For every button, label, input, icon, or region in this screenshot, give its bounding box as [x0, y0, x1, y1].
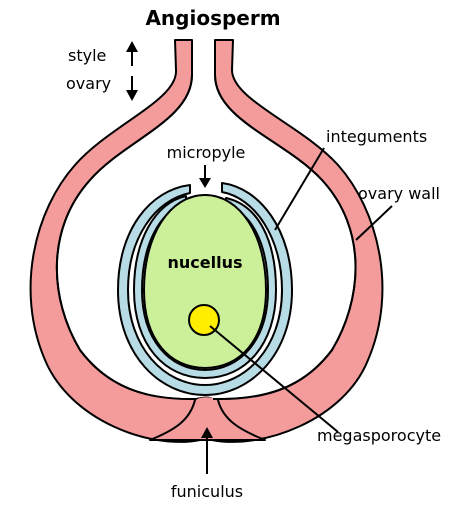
style-arrow-head: [126, 41, 138, 52]
diagram-title: Angiosperm: [145, 6, 280, 30]
ovary-inner-edge-right: [212, 40, 357, 401]
micropyle-arrow-head: [199, 178, 211, 188]
integument-inner: [133, 195, 277, 379]
integument-left: [117, 182, 293, 396]
label-ovary: ovary: [66, 74, 111, 93]
ovary-wall-leader: [355, 205, 393, 241]
ovary-inner-edge: [55, 40, 197, 401]
label-style: style: [68, 46, 106, 65]
label-micropyle: micropyle: [167, 143, 246, 162]
megasporocyte-leader: [209, 325, 339, 433]
label-integuments: integuments: [326, 127, 427, 146]
label-funiculus: funiculus: [171, 482, 243, 501]
integuments-leader: [274, 147, 325, 231]
label-ovary-wall: ovary wall: [358, 184, 440, 203]
ovary-arrow-head: [126, 90, 138, 101]
funiculus-arrow-head: [201, 427, 213, 438]
nucellus: [142, 193, 268, 370]
label-nucellus: nucellus: [168, 253, 243, 272]
label-megasporocyte: megasporocyte: [317, 426, 441, 445]
